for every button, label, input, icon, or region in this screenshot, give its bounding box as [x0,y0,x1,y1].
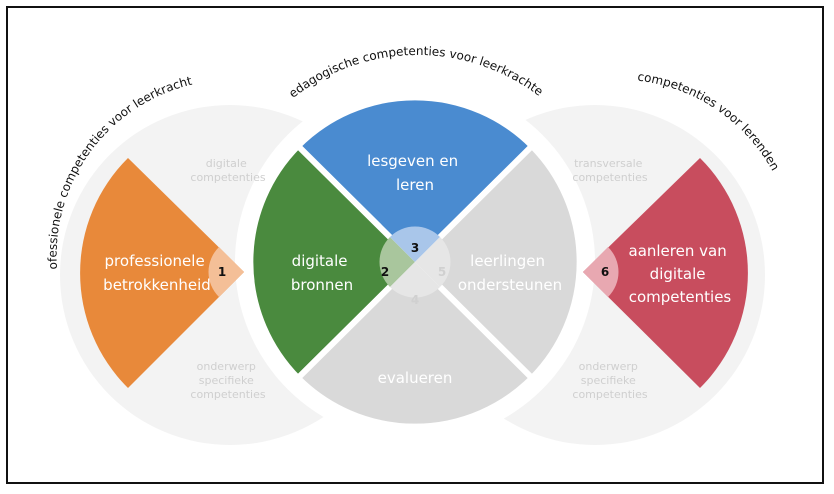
segment-lesgeven-en-leren[interactable] [293,94,537,267]
number-tab-6-shape [583,247,619,297]
segment-number-1: 1 [218,265,226,279]
number-tab-5-shape [415,237,451,287]
number-tab-3-shape [390,226,440,262]
segment-number-4: 4 [411,293,419,307]
bg-label-right-top: transversale competenties [572,157,647,184]
number-tab-2-shape [379,237,415,287]
segment-digitale-bronnen[interactable] [247,141,420,383]
segment-label-2: digitale bronnen [291,252,353,294]
bg-label-left-top: digitale competenties [190,157,265,184]
segment-number-6: 6 [601,265,609,279]
number-tab-4-shape [390,262,440,298]
segment-number-2: 2 [381,265,389,279]
segment-label-4: evalueren [378,369,453,387]
bg-label-right-bottom: onderwerp specifieke competenties [572,360,647,401]
segment-label-5: leerlingen ondersteunen [458,252,562,294]
segment-aanleren-van-digitale-competenties[interactable] [583,158,748,388]
segment-leerlingen-ondersteunen[interactable] [410,141,583,383]
segment-evalueren[interactable] [293,257,537,430]
segment-number-3: 3 [411,241,419,255]
segment-label-6: aanleren van digitale competenties [629,242,732,306]
bg-label-left-bottom: onderwerp specifieke competenties [190,360,265,401]
segment-professionele-betrokkenheid[interactable] [80,158,244,388]
segment-label-3: lesgeven en leren [367,152,463,194]
number-tab-1-shape [208,247,244,297]
segment-number-5: 5 [438,265,446,279]
arc-label-center: pedagogische competenties voor leerkrach… [0,0,546,101]
segment-label-1: professionele betrokkenheid [103,252,211,294]
